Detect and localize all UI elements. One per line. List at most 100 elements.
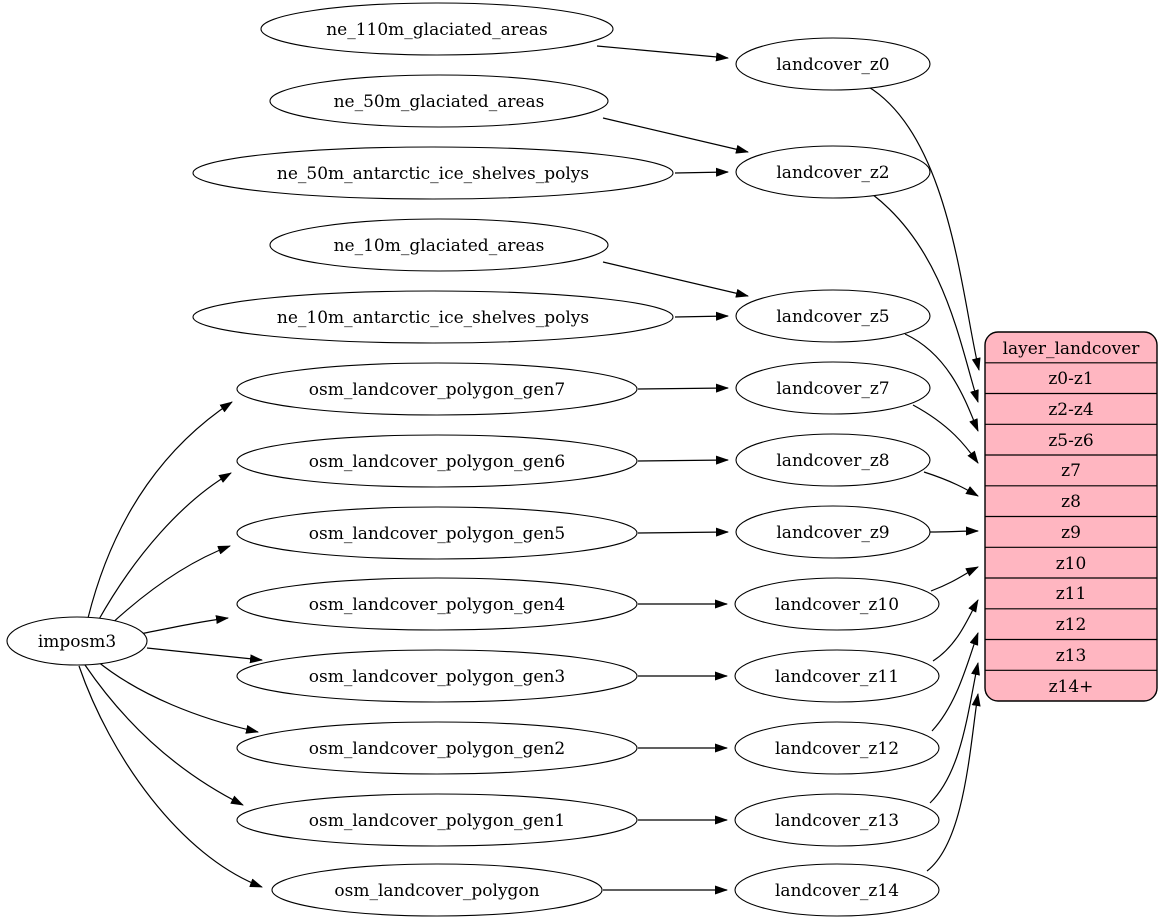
landcover-z7-ellipse [735,361,931,415]
landcover-z14-ellipse [734,863,940,917]
ne-110m-glaciated-areas-ellipse [260,2,614,56]
ne-110m-glaciated-areas-label: ne_110m_glaciated_areas [326,20,548,40]
node-osm-landcover-polygon-gen6: osm_landcover_polygon_gen6 [236,434,638,488]
landcover-z9-label: landcover_z9 [776,523,889,543]
landcover-z13-ellipse [734,793,940,847]
edge-z14-row-z14plus [926,693,981,872]
node-osm-landcover-polygon-gen1: osm_landcover_polygon_gen1 [236,793,638,847]
node-ne-10m-antarctic-ice-shelves-polys: ne_10m_antarctic_ice_shelves_polys [192,290,674,344]
osm-landcover-polygon-gen6-label: osm_landcover_polygon_gen6 [309,452,565,472]
node-ne-50m-antarctic-ice-shelves-polys: ne_50m_antarctic_ice_shelves_polys [192,146,674,200]
ne-50m-antarctic-ice-shelves-polys-ellipse [192,146,674,200]
table-row-z9: z9 [1061,523,1081,543]
edge-imposm3-gen6 [97,472,232,622]
landcover-z2-label: landcover_z2 [776,163,889,183]
osm-landcover-polygon-gen4-ellipse [236,577,638,631]
landcover-z12-label: landcover_z12 [775,739,899,759]
edge-imposm3-gen5 [108,545,231,627]
node-osm-landcover-polygon-gen3: osm_landcover_polygon_gen3 [236,649,638,703]
layer-landcover-table: layer_landcover z0-z1 z2-z4 z5-z6 z7 z8 … [984,331,1158,702]
osm-landcover-polygon-gen5-ellipse [236,506,638,560]
edge-imposm3-gen2 [96,660,259,734]
node-landcover-z11: landcover_z11 [734,649,940,703]
edge-z7-row-z7 [912,404,979,464]
ne-10m-antarctic-ice-shelves-polys-ellipse [192,290,674,344]
edge-z2-row-z2-z4 [871,193,979,403]
node-landcover-z9: landcover_z9 [735,505,931,559]
edge-z11-row-z11 [932,599,979,662]
table-row-z0-z1: z0-z1 [1048,369,1093,389]
imposm3-ellipse [6,616,148,666]
table-row-z10: z10 [1056,554,1087,574]
table-row-z11: z11 [1056,584,1087,604]
edge-imposm3-gen3 [146,647,263,664]
osm-landcover-polygon-gen7-ellipse [236,362,638,416]
osm-landcover-polygon-gen1-label: osm_landcover_polygon_gen1 [309,811,565,831]
osm-landcover-polygon-gen2-label: osm_landcover_polygon_gen2 [309,739,565,759]
node-ne-50m-glaciated-areas: ne_50m_glaciated_areas [269,74,609,128]
landcover-z10-ellipse [734,577,940,631]
node-landcover-z5: landcover_z5 [735,289,931,343]
table-row-z2-z4: z2-z4 [1048,400,1093,420]
node-osm-landcover-polygon-gen2: osm_landcover_polygon_gen2 [236,721,638,775]
osm-landcover-polygon-ellipse [271,863,603,917]
osm-landcover-polygon-gen3-label: osm_landcover_polygon_gen3 [309,667,565,687]
edge-group [78,45,981,895]
osm-landcover-polygon-gen1-ellipse [236,793,638,847]
table-row-z13: z13 [1056,646,1087,666]
node-osm-landcover-polygon-gen4: osm_landcover_polygon_gen4 [236,577,638,631]
edge-z5-row-z5-z6 [904,333,979,432]
table-row-z8: z8 [1061,492,1081,512]
osm-landcover-polygon-gen5-label: osm_landcover_polygon_gen5 [309,524,565,544]
node-landcover-z14: landcover_z14 [734,863,940,917]
edge-z12-row-z12 [931,632,979,732]
osm-landcover-polygon-gen2-ellipse [236,721,638,775]
landcover-z5-label: landcover_z5 [776,307,889,327]
edge-ne50m-antarctic-z2 [674,167,729,177]
landcover-z7-label: landcover_z7 [776,379,889,399]
landcover-z11-label: landcover_z11 [775,667,899,687]
node-landcover-z0: landcover_z0 [735,37,931,91]
edge-imposm3-gen4 [139,615,229,635]
table-row-z7: z7 [1061,461,1081,481]
landcover-z8-ellipse [735,433,931,487]
table-row-z12: z12 [1056,615,1087,635]
edge-gen5-z9 [637,527,729,537]
node-osm-landcover-polygon: osm_landcover_polygon [271,863,603,917]
landcover-z5-ellipse [735,289,931,343]
edge-gen7-z7 [637,383,729,393]
osm-landcover-polygon-gen6-ellipse [236,434,638,488]
node-osm-landcover-polygon-gen7: osm_landcover_polygon_gen7 [236,362,638,416]
edge-imposm3-gen1 [84,664,244,806]
table-row-z5-z6: z5-z6 [1048,431,1093,451]
landcover-z11-ellipse [734,649,940,703]
landcover-z10-label: landcover_z10 [775,595,899,615]
edge-z0-row-z0-z1 [866,85,981,371]
node-landcover-z7: landcover_z7 [735,361,931,415]
table-title: layer_landcover [1003,339,1141,359]
node-osm-landcover-polygon-gen5: osm_landcover_polygon_gen5 [236,506,638,560]
landcover-z14-label: landcover_z14 [775,881,899,901]
edge-ne50m-glaciated-z2 [602,117,749,154]
landcover-z12-ellipse [734,721,940,775]
node-landcover-z2: landcover_z2 [735,145,931,199]
edge-ne10m-glaciated-z5 [602,261,749,298]
ne-50m-glaciated-areas-ellipse [269,74,609,128]
node-landcover-z12: landcover_z12 [734,721,940,775]
table-row-z14plus: z14+ [1049,677,1094,697]
landcover-z8-label: landcover_z8 [776,451,889,471]
edge-gen6-z8 [637,455,729,465]
landcover-z13-label: landcover_z13 [775,811,899,831]
osm-landcover-polygon-gen4-label: osm_landcover_polygon_gen4 [309,595,565,615]
landcover-z9-ellipse [735,505,931,559]
ne-10m-antarctic-ice-shelves-polys-label: ne_10m_antarctic_ice_shelves_polys [277,308,589,328]
edge-z13-row-z13 [929,662,980,804]
node-landcover-z10: landcover_z10 [734,577,940,631]
edge-imposm3-gen7 [87,401,233,619]
imposm3-label: imposm3 [38,632,116,652]
ne-10m-glaciated-areas-ellipse [269,218,609,272]
edge-ne10m-antarctic-z5 [674,311,729,321]
edge-imposm3-polygon [78,665,263,888]
